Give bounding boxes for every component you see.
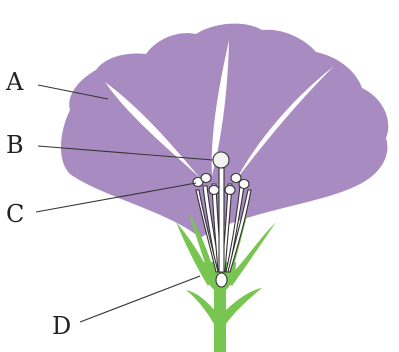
corolla-petal (61, 24, 388, 238)
pistil-stigma (213, 152, 229, 168)
anther (225, 186, 235, 195)
leader-line-d (80, 276, 200, 322)
pistil-style (219, 168, 224, 272)
label-a: A (5, 68, 24, 96)
label-c: C (6, 200, 24, 228)
stem-branch-right (224, 288, 262, 324)
anther (209, 186, 219, 195)
anther (201, 174, 211, 183)
stem-branch-left (186, 290, 216, 324)
anther (239, 180, 249, 189)
ovary (216, 273, 227, 287)
label-b: B (6, 131, 24, 159)
label-d: D (52, 312, 71, 340)
